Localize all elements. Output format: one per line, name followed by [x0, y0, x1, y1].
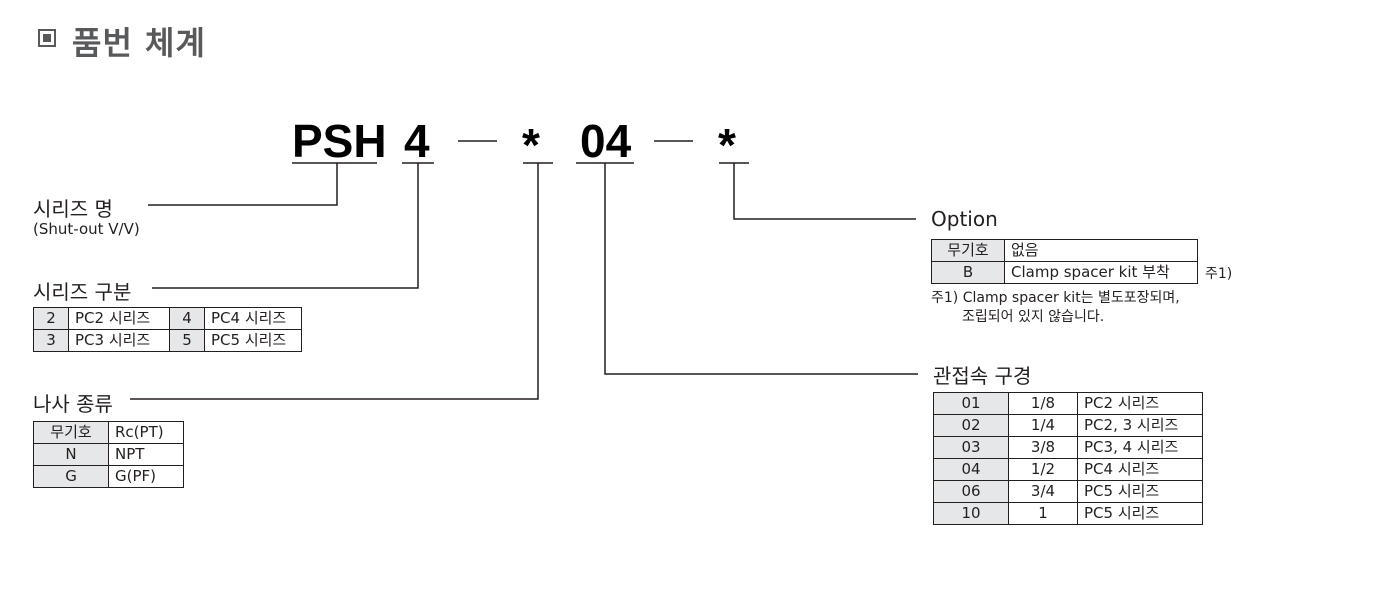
series-class-table: 2 PC2 시리즈 4 PC4 시리즈 3 PC3 시리즈 5 PC5 시리즈	[33, 307, 302, 352]
option-table: 무기호 없음 B Clamp spacer kit 부착	[931, 239, 1198, 284]
table-row: 2 PC2 시리즈 4 PC4 시리즈	[33, 307, 302, 330]
leader-series-class	[152, 163, 419, 289]
table-cell: PC2 시리즈	[1077, 392, 1203, 415]
code-type: 4	[404, 115, 430, 167]
table-cell: 1	[1008, 502, 1078, 525]
table-cell: 무기호	[33, 421, 109, 444]
option-note-ref: 주1)	[1205, 266, 1233, 282]
table-cell: 2	[33, 307, 69, 330]
table-cell: PC2 시리즈	[68, 307, 170, 330]
table-cell: 1/2	[1008, 458, 1078, 481]
table-row: 3 PC3 시리즈 5 PC5 시리즈	[33, 329, 302, 352]
series-name-sub: (Shut-out V/V)	[33, 220, 140, 238]
table-cell: 01	[933, 392, 1009, 415]
table-cell: PC4 시리즈	[204, 307, 302, 330]
leader-thread-type	[130, 163, 539, 400]
table-cell: 없음	[1004, 239, 1198, 262]
table-row: 10 1 PC5 시리즈	[933, 502, 1203, 525]
option-note-line2: 조립되어 있지 않습니다.	[962, 309, 1105, 325]
leader-option	[733, 163, 916, 220]
table-cell: 3	[33, 329, 69, 352]
table-cell: G	[33, 465, 109, 488]
table-cell: 1/4	[1008, 414, 1078, 437]
code-option: *	[718, 119, 736, 171]
table-row: 06 3/4 PC5 시리즈	[933, 480, 1203, 503]
port-size-table: 01 1/8 PC2 시리즈 02 1/4 PC2, 3 시리즈 03 3/8 …	[933, 392, 1203, 525]
table-row: 무기호 Rc(PT)	[33, 421, 184, 444]
code-size: 04	[580, 115, 632, 167]
table-cell: 02	[933, 414, 1009, 437]
code-thread: *	[522, 119, 540, 171]
title-square-icon	[38, 29, 56, 47]
page-title: 품번 체계	[72, 24, 206, 62]
table-cell: 무기호	[931, 239, 1005, 262]
leader-port-size	[604, 163, 918, 375]
table-row: N NPT	[33, 443, 184, 466]
thread-type-label: 나사 종류	[33, 392, 113, 416]
table-cell: G(PF)	[108, 465, 184, 488]
series-class-label: 시리즈 구분	[33, 280, 132, 304]
table-cell: 3/4	[1008, 480, 1078, 503]
table-cell: PC4 시리즈	[1077, 458, 1203, 481]
table-cell: 03	[933, 436, 1009, 459]
table-cell: Rc(PT)	[108, 421, 184, 444]
table-cell: 5	[169, 329, 205, 352]
table-row: 04 1/2 PC4 시리즈	[933, 458, 1203, 481]
table-row: 03 3/8 PC3, 4 시리즈	[933, 436, 1203, 459]
table-cell: 3/8	[1008, 436, 1078, 459]
table-cell: 1/8	[1008, 392, 1078, 415]
leader-series-name	[148, 163, 338, 206]
table-cell: PC5 시리즈	[1077, 480, 1203, 503]
table-cell: N	[33, 443, 109, 466]
option-label: Option	[931, 207, 998, 231]
table-cell: 4	[169, 307, 205, 330]
table-cell: PC5 시리즈	[1077, 502, 1203, 525]
option-note-line1: 주1) Clamp spacer kit는 별도포장되며,	[931, 290, 1180, 306]
table-cell: PC2, 3 시리즈	[1077, 414, 1203, 437]
table-cell: PC3 시리즈	[68, 329, 170, 352]
port-size-label: 관접속 구경	[933, 364, 1032, 388]
table-cell: NPT	[108, 443, 184, 466]
table-cell: PC3, 4 시리즈	[1077, 436, 1203, 459]
table-cell: 10	[933, 502, 1009, 525]
code-series: PSH	[292, 115, 387, 167]
series-name-label: 시리즈 명	[33, 197, 113, 221]
table-cell: 06	[933, 480, 1009, 503]
table-row: 01 1/8 PC2 시리즈	[933, 392, 1203, 415]
table-row: 02 1/4 PC2, 3 시리즈	[933, 414, 1203, 437]
table-cell: Clamp spacer kit 부착	[1004, 261, 1198, 284]
table-row: B Clamp spacer kit 부착	[931, 261, 1198, 284]
table-cell: PC5 시리즈	[204, 329, 302, 352]
table-cell: 04	[933, 458, 1009, 481]
table-cell: B	[931, 261, 1005, 284]
table-row: 무기호 없음	[931, 239, 1198, 262]
table-row: G G(PF)	[33, 465, 184, 488]
thread-type-table: 무기호 Rc(PT) N NPT G G(PF)	[33, 421, 184, 488]
